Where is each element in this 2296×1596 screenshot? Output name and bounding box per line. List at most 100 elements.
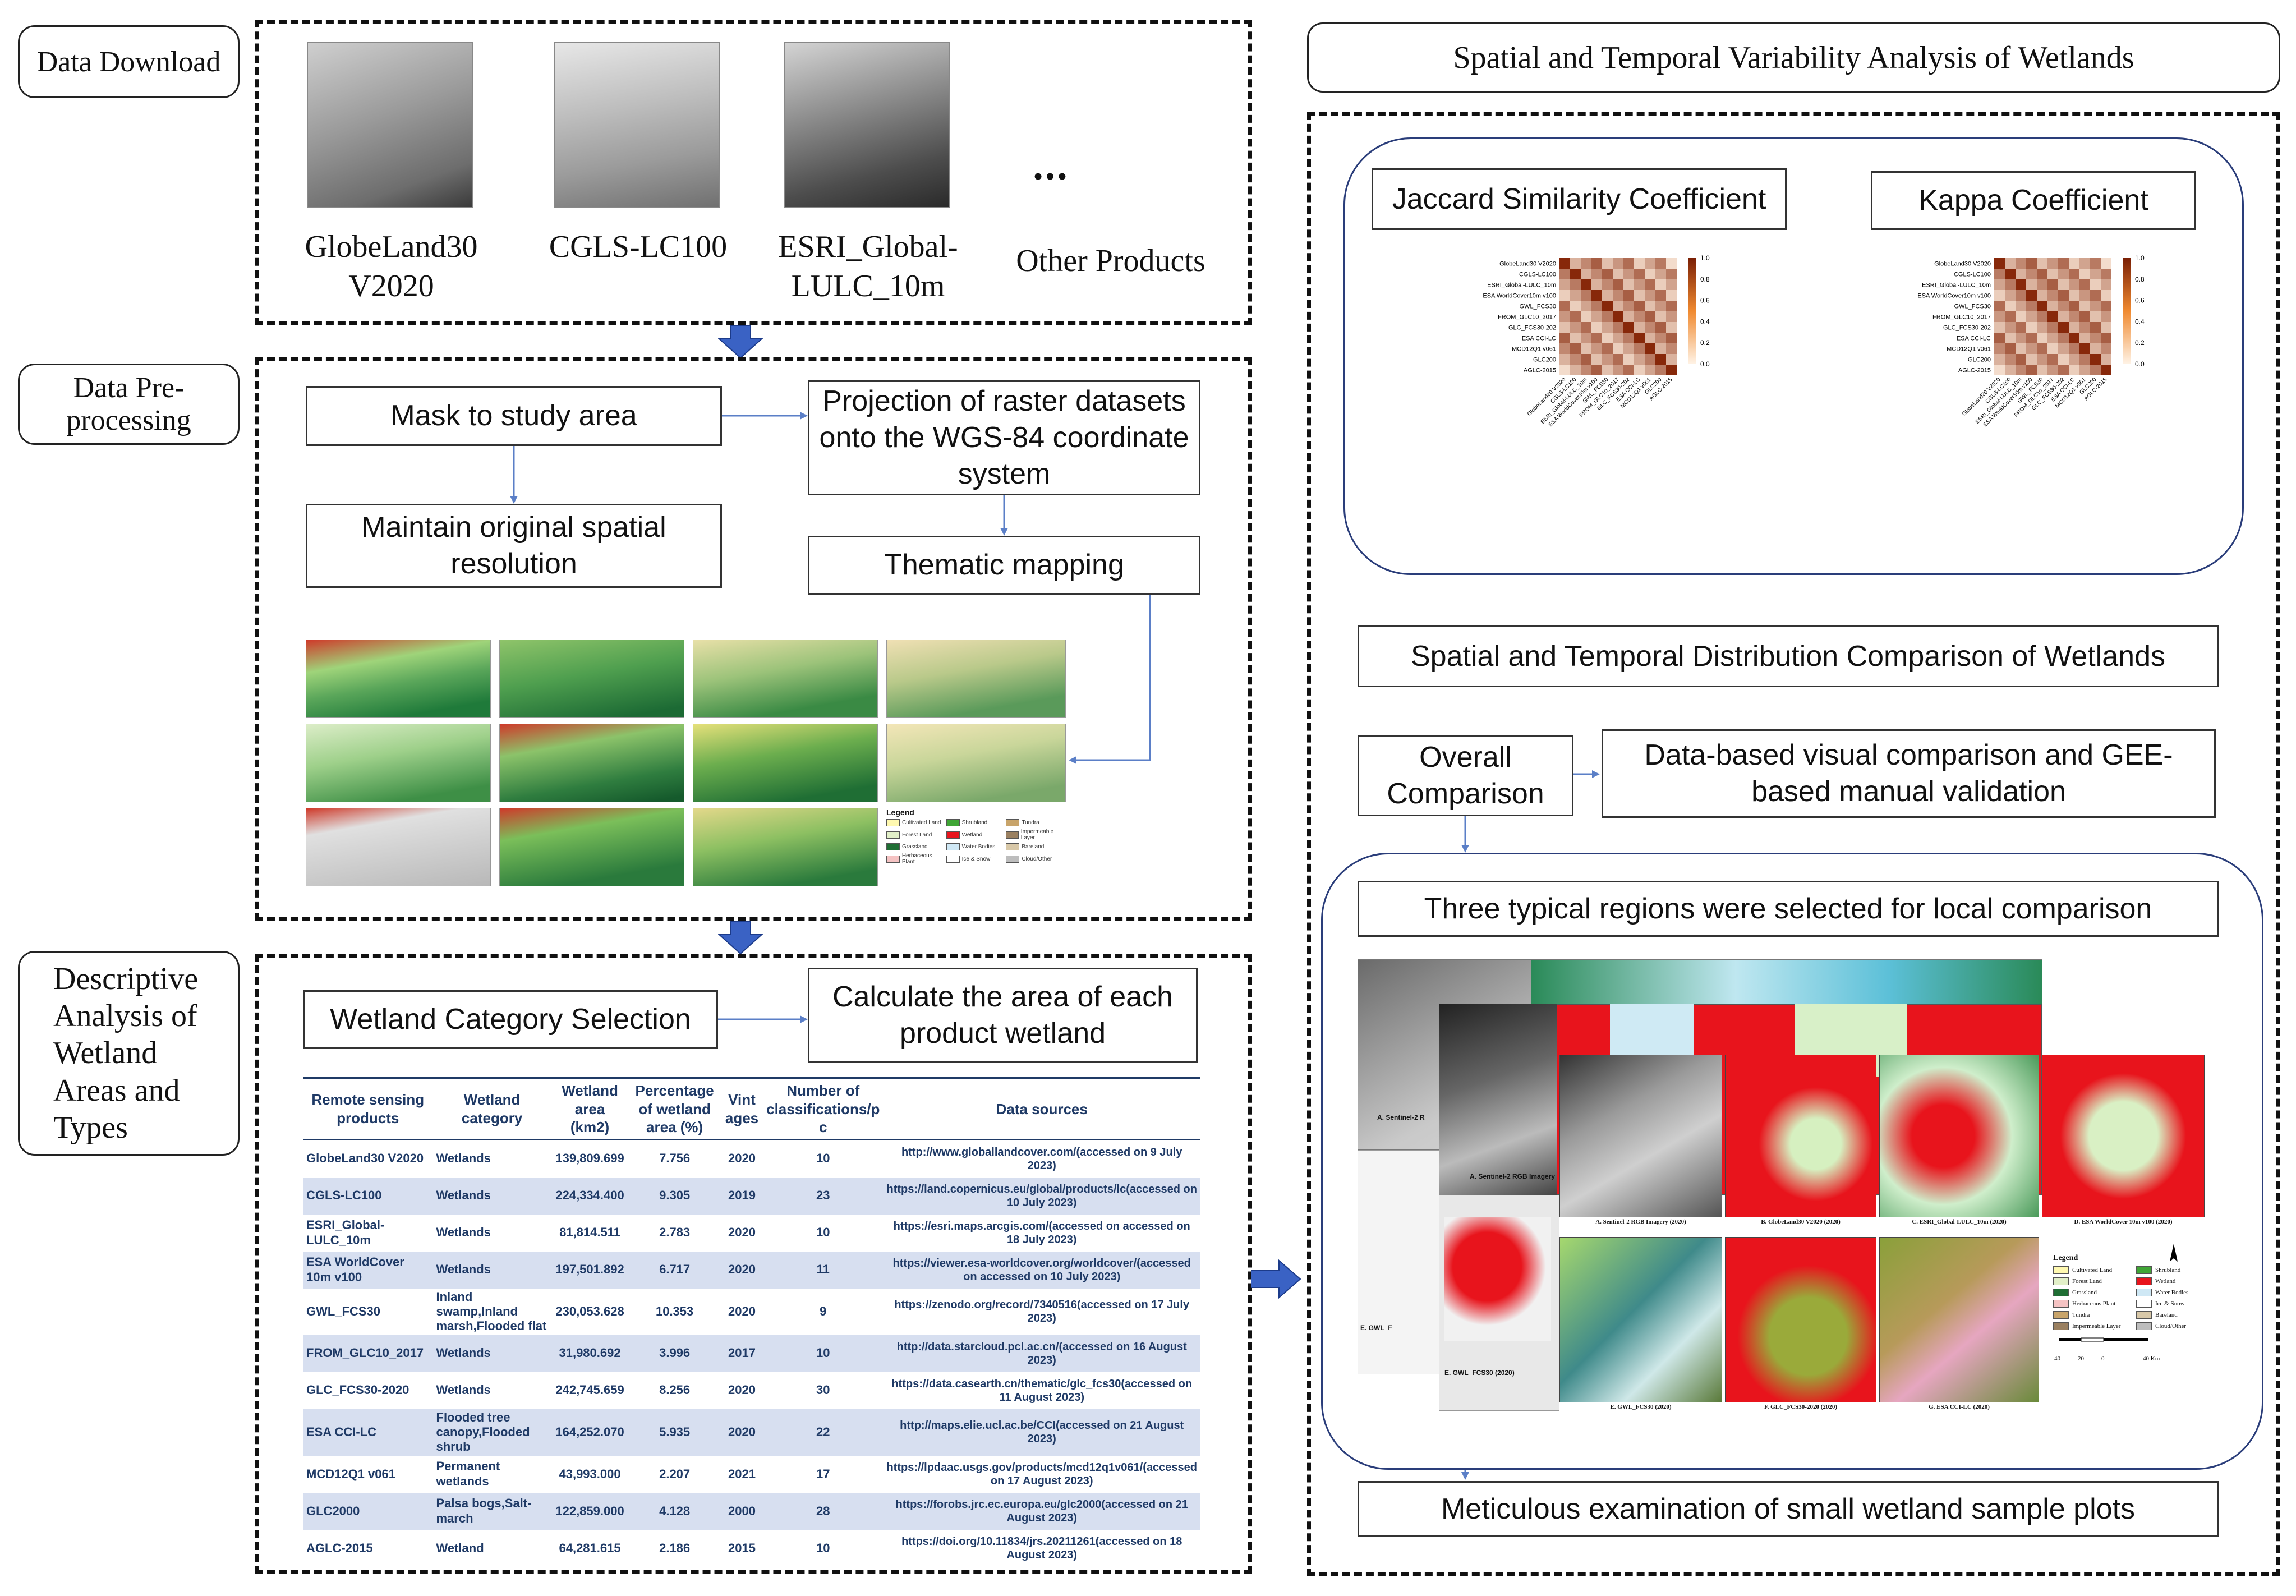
heatmap-cell	[1581, 301, 1591, 311]
heatmap-cell	[2069, 258, 2079, 269]
heatmap-cell	[2069, 311, 2079, 322]
heatmap-cell	[2090, 333, 2101, 343]
heatmap-cell	[2069, 269, 2079, 279]
heatmap-cell	[1994, 301, 2005, 311]
heatmap-cell	[1581, 343, 1591, 354]
heatmap-cell	[2037, 311, 2047, 322]
table-cell: 17	[816, 1466, 830, 1481]
table-cell: ESA CCI-LC	[303, 1409, 433, 1456]
table-cell: FROM_GLC10_2017	[303, 1335, 433, 1372]
colorbar-tick: 0.2	[1700, 339, 1710, 347]
legend-label: Bareland	[2155, 1312, 2178, 1318]
meticulous-examination-label: Meticulous examination of small wetland …	[1358, 1481, 2219, 1537]
heatmap-cell	[2047, 279, 2058, 290]
esri-thumbnail	[784, 42, 950, 208]
table-cell: Wetland	[436, 1540, 484, 1555]
heatmap-cell	[2005, 311, 2016, 322]
heatmap-row-label: GlobeLand30 V2020	[1499, 260, 1556, 267]
legend-item: Bareland	[1006, 843, 1066, 850]
legend-item: Herbaceous Plant	[886, 853, 946, 865]
heatmap-cell	[1602, 269, 1613, 279]
legend-label: Ice & Snow	[2155, 1300, 2185, 1307]
legend-label: Cultivated Land	[2072, 1267, 2113, 1273]
scale-bar	[2059, 1337, 2148, 1342]
table-cell: Flooded tree canopy,Flooded shrub	[432, 1409, 551, 1456]
legend-swatch	[2136, 1322, 2152, 1330]
variability-analysis-title: Spatial and Temporal Variability Analysi…	[1307, 22, 2280, 93]
table-cell: Permanent wetlands	[436, 1459, 500, 1488]
heatmap-cell	[1602, 279, 1613, 290]
heatmap-cell	[1559, 279, 1570, 290]
heatmap-cell	[1570, 343, 1581, 354]
table-cell: http://data.starcloud.pcl.ac.cn/(accesse…	[883, 1335, 1200, 1372]
heatmap-cell	[1666, 301, 1677, 311]
legend-item: Tundra	[1006, 819, 1066, 826]
heatmap-cell	[1570, 301, 1581, 311]
column-header: Remote sensing products	[303, 1079, 433, 1140]
heatmap-row-label: FROM_GLC10_2017	[1932, 314, 1991, 320]
projection-step: Projection of raster datasets onto the W…	[808, 380, 1200, 495]
heatmap-cell	[2090, 279, 2101, 290]
heatmap-cell	[1570, 333, 1581, 343]
legend-item: Wetland	[2136, 1277, 2216, 1285]
heatmap-cell	[1559, 311, 1570, 322]
map-thumb	[886, 724, 1066, 802]
heatmap-cell	[1570, 279, 1581, 290]
heatmap-cell	[2037, 269, 2047, 279]
right-arrow-icon	[1251, 1259, 1301, 1299]
wetland-product-table: Remote sensing products Wetland category…	[303, 1077, 1200, 1565]
heatmap-cell	[1623, 290, 1634, 301]
panel-caption: G. ESA CCI-LC (2020)	[1929, 1404, 1990, 1410]
heatmap-cell	[2005, 333, 2016, 343]
legend-item: Cultivated Land	[2053, 1266, 2133, 1274]
down-arrow-icon	[718, 325, 763, 359]
heatmap-cell	[2069, 343, 2079, 354]
three-regions-label: Three typical regions were selected for …	[1358, 881, 2219, 937]
heatmap-row-label: GLC200	[1968, 356, 1991, 363]
map-thumb	[306, 640, 491, 718]
table-cell: 28	[763, 1492, 884, 1530]
heatmap-cell	[1666, 322, 1677, 333]
cgls-thumbnail	[554, 42, 720, 208]
colorbar	[1688, 258, 1696, 364]
heatmap-cell	[1634, 290, 1645, 301]
heatmap-cell	[1581, 354, 1591, 365]
heatmap-cell	[1602, 258, 1613, 269]
heatmap-cell	[2058, 301, 2069, 311]
heatmap-row-label: CGLS-LC100	[1954, 271, 1991, 278]
map-thumb	[693, 724, 878, 802]
preprocessing-label: Data Pre- processing	[18, 364, 240, 445]
heatmap-row-label: GlobeLand30 V2020	[1934, 260, 1991, 267]
heatmap-row-label: ESRI_Global-LULC_10m	[1487, 282, 1556, 288]
thematic-mapping-step: Thematic mapping	[808, 536, 1200, 595]
product-caption-globeland: GlobeLand30 V2020	[305, 229, 478, 303]
heatmap-cell	[2058, 311, 2069, 322]
table-cell: 2021	[728, 1466, 756, 1481]
legend-item: Cultivated Land	[886, 819, 946, 826]
heatmap-cell	[1591, 343, 1602, 354]
heatmap-cell	[1613, 301, 1623, 311]
heatmap-cell	[1994, 365, 2005, 375]
legend-item: Cloud/Other	[1006, 853, 1066, 865]
map-thumb	[499, 640, 684, 718]
panel-f	[1725, 1237, 1876, 1402]
kappa-label: Kappa Coefficient	[1871, 171, 2196, 230]
heatmap-cell	[1613, 343, 1623, 354]
legend-item: Wetland	[946, 829, 1006, 841]
table-cell: GLC_FCS30-2020	[306, 1383, 409, 1397]
heatmap-row-label: CGLS-LC100	[1519, 271, 1556, 278]
table-cell: 2.207	[659, 1466, 691, 1481]
heatmap-cell	[1634, 354, 1645, 365]
colorbar-tick: 0.8	[2135, 275, 2145, 283]
heatmap-cell	[1623, 301, 1634, 311]
column-header: Wetland area (km2)	[551, 1079, 629, 1140]
heatmap-cell	[1634, 343, 1645, 354]
heatmap-cell	[2101, 301, 2111, 311]
legend-swatch	[2053, 1311, 2069, 1319]
heatmap-cell	[1602, 290, 1613, 301]
heatmap-cell	[2037, 354, 2047, 365]
table-cell: 2020	[728, 1383, 756, 1397]
map-legend: Legend Cultivated Land Shrubland Tundra …	[886, 808, 1066, 886]
heatmap-cell	[2058, 365, 2069, 375]
